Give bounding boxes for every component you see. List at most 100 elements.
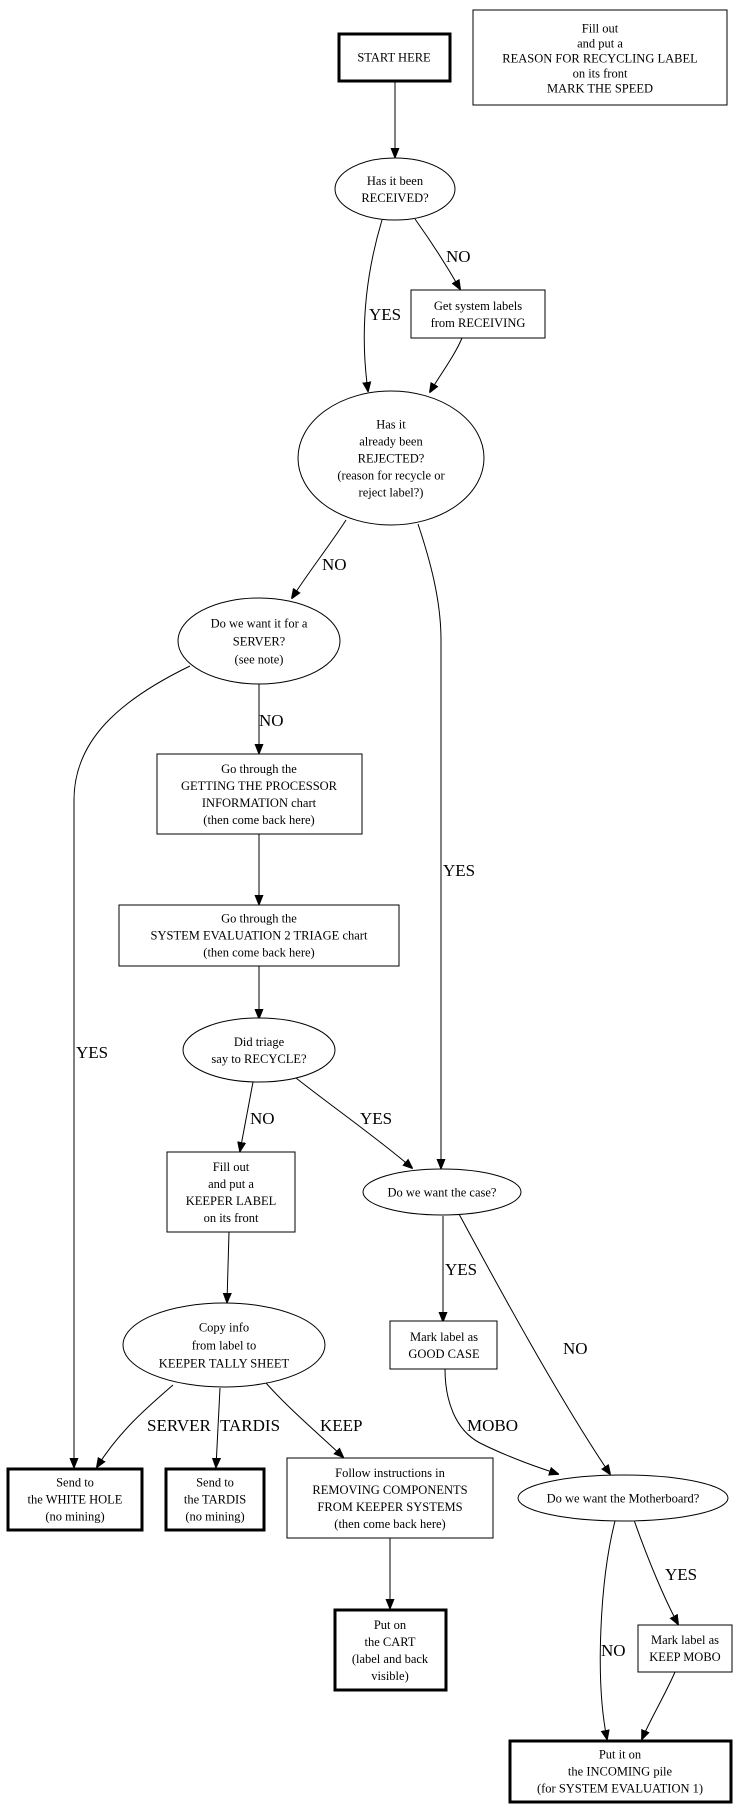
node-text-line: Do we want it for a [211,617,308,631]
node-text-line: REJECTED? [358,452,425,466]
edge-keeper-label-copy-info [227,1231,229,1302]
node-text-line: on its front [573,67,628,81]
node-text-line: Mark label as [651,1633,719,1647]
node-want-the-motherboard: Do we want the Motherboard? [517,1474,729,1522]
node-want-the-case: Do we want the case? [362,1168,522,1216]
node-text-line: Get system labels [434,299,522,313]
node-text-line: reject label?) [359,486,424,500]
node-text-line: INFORMATION chart [202,796,317,810]
node-text-line: (label and back [352,1652,429,1666]
node-text-line: Send to [56,1476,94,1490]
node-text-line: START HERE [357,51,431,65]
node-text-line: say to RECYCLE? [211,1052,307,1066]
node-incoming-pile: Put it on the INCOMING pile (for SYSTEM EV… [508,1739,733,1804]
node-text-line: Copy info [199,1321,249,1335]
node-text-line: KEEPER LABEL [186,1194,277,1208]
node-keeper-label: Fill out and put a KEEPER LABEL on its fron… [166,1151,296,1233]
node-text-line: visible) [371,1669,409,1683]
edge-want-mobo-keep-mobo [633,1519,678,1624]
node-text-line: FROM KEEPER SYSTEMS [317,1500,462,1514]
node-text-line: Do we want the Motherboard? [547,1492,700,1506]
edge-received-rejected [364,219,383,391]
node-text-line: the CART [365,1635,416,1649]
node-text-line: Fill out [582,22,619,36]
node-text-line: Has it been [367,174,424,188]
node-text-line: SYSTEM EVALUATION 2 TRIAGE chart [151,929,368,943]
node-text-line: SERVER? [233,635,286,649]
edge-copy-info-tardis [216,1387,220,1467]
edge-want-mobo-incoming [599,1520,616,1739]
edge-label-good-case-mobo: MOBO [467,1416,518,1435]
node-mark-keep-mobo: Mark label as KEEP MOBO [637,1624,733,1673]
node-text-line: Put on [374,1618,407,1632]
node-copy-info-keeper-tally: Copy info from label to KEEPER TALLY SHEET [122,1302,326,1388]
node-text-line: Send to [196,1476,234,1490]
node-text-line: from RECEIVING [431,316,526,330]
edge-label-case-no: NO [563,1339,588,1358]
node-text-line: GETTING THE PROCESSOR [181,779,338,793]
node-text-line: the WHITE HOLE [28,1493,123,1507]
edge-rejected-want-case [417,523,441,1168]
edge-get-labels-rejected [430,337,463,392]
edge-copy-info-white-hole [97,1384,174,1467]
node-text-line: the TARDIS [184,1493,246,1507]
node-text-line: Fill out [213,1160,250,1174]
node-text-line: KEEP MOBO [649,1650,720,1664]
edge-label-copy-keep: KEEP [320,1416,363,1435]
node-text-line: (no mining) [185,1510,244,1524]
node-text-line: (for SYSTEM EVALUATION 1) [537,1782,703,1796]
edge-label-mobo-no: NO [601,1641,626,1660]
edge-received-get-labels [414,218,460,289]
node-text-line: GOOD CASE [408,1347,480,1361]
edge-rejected-server [292,519,347,598]
node-text-line: KEEPER TALLY SHEET [159,1357,290,1371]
edge-label-rejected-yes: YES [443,861,475,880]
edge-keep-mobo-incoming [642,1671,676,1739]
edge-good-case-want-mobo [444,1368,558,1474]
node-removing-components: Follow instructions in REMOVING COMPONENT… [286,1457,494,1539]
edge-recycle-want-case [295,1077,412,1168]
node-text-line: REMOVING COMPONENTS [312,1483,467,1497]
node-send-to-tardis: Send to the TARDIS (no mining) [164,1467,266,1532]
edge-copy-info-removing [265,1382,343,1457]
edge-label-case-yes: YES [445,1260,477,1279]
edge-label-mobo-yes: YES [665,1565,697,1584]
edge-label-copy-tardis: TARDIS [220,1416,280,1435]
edge-label-recycle-yes: YES [360,1109,392,1128]
node-text-line: (then come back here) [334,1517,445,1531]
node-text-line: and put a [577,37,623,51]
node-text-line: on its front [204,1211,259,1225]
edge-recycle-keeper-label [240,1081,254,1151]
node-text-line: Do we want the case? [388,1186,497,1200]
node-text-line: (reason for recycle or [337,469,445,483]
edge-label-server-yes: YES [76,1043,108,1062]
edge-label-received-no: NO [446,247,471,266]
node-text-line: (then come back here) [203,946,314,960]
node-text-line: RECEIVED? [361,191,429,205]
node-text-line: Follow instructions in [335,1466,445,1480]
node-text-line: MARK THE SPEED [547,82,653,96]
node-text-line: REASON FOR RECYCLING LABEL [502,52,698,66]
node-text-line: from label to [192,1339,257,1353]
node-text-line: already been [359,435,423,449]
node-text-line: Put it on [599,1748,642,1762]
node-text-line: the INCOMING pile [568,1765,673,1779]
edge-label-recycle-no: NO [250,1109,275,1128]
node-text-line: Has it [376,418,406,432]
node-put-on-cart: Put on the CART (label and back visible) [333,1608,448,1692]
node-text-line: (then come back here) [203,813,314,827]
edge-server-white-hole [74,665,191,1467]
node-start-here: START HERE [337,32,452,83]
edge-label-server-no: NO [259,711,284,730]
node-get-system-labels: Get system labels from RECEIVING [410,289,546,339]
node-text-line: and put a [208,1177,254,1191]
